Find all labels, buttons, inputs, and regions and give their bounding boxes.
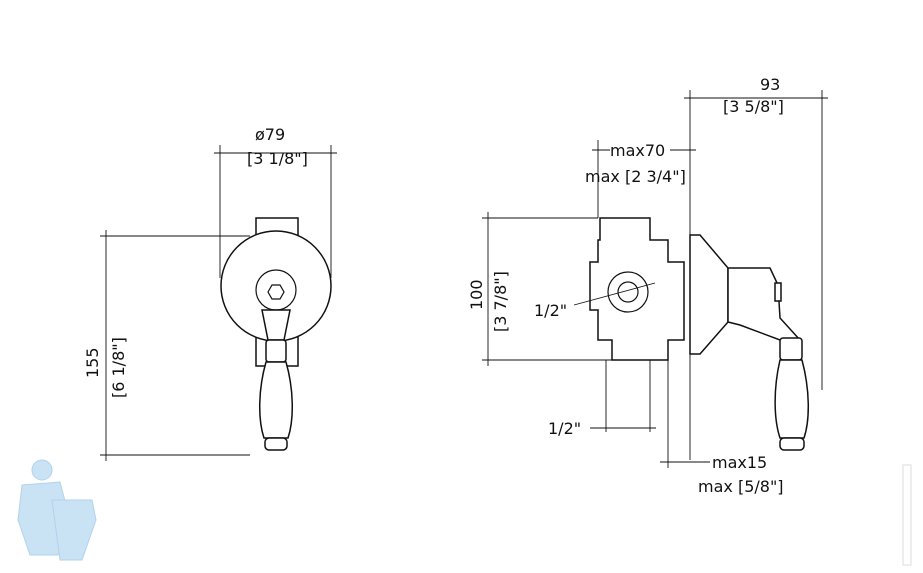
min-wall-in-label: max [5/8"] [698,477,784,496]
max-depth-mm-label: max70 [610,141,665,160]
body-height-mm-label: 100 [467,279,486,310]
depth-in-label: [3 5/8"] [723,97,784,116]
height-in-label: [6 1/8"] [109,337,128,398]
body-height-in-label: [3 7/8"] [491,271,510,332]
max-depth-in-label: max [2 3/4"] [585,167,686,186]
side-view: 93 [3 5/8"] max70 max [2 3/4"] 100 [3 7/… [467,75,828,496]
lever-body [727,267,802,341]
watermark-text [902,464,912,566]
diameter-mm-label: ø79 [255,125,285,144]
front-view: ø79 [3 1/8"] 155 [6 1/8"] [83,125,337,461]
escutcheon-side [689,234,729,355]
lever-handle [258,361,294,439]
plumber-watermark-logo [17,459,97,561]
height-mm-label: 155 [83,347,102,378]
diameter-in-label: [3 1/8"] [247,149,308,168]
depth-mm-label: 93 [760,75,780,94]
bottom-connection-label: 1/2" [548,419,581,438]
inlet-label: 1/2" [534,301,567,320]
lever-handle-side [774,359,810,439]
min-wall-mm-label: max15 [712,453,767,472]
hex-socket-icon [267,284,285,300]
